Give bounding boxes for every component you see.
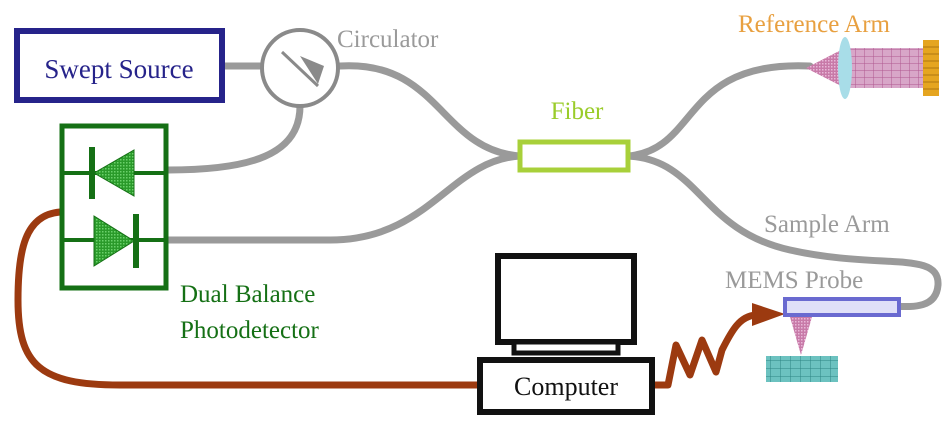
mems-probe-beam: [790, 317, 812, 355]
fiber-coupler: [517, 139, 631, 173]
fiber-label: Fiber: [551, 98, 604, 125]
photodetector: [59, 123, 169, 291]
circulator: [260, 28, 340, 108]
cable-detector-to-computer: [14, 208, 484, 389]
fiber-circulator-to-detector: [164, 102, 304, 174]
photodiode-upper-icon: [89, 147, 135, 199]
signal-cables: [14, 208, 760, 389]
mems-probe-bar: [783, 297, 901, 317]
mems-probe-label: MEMS Probe: [725, 267, 863, 294]
fiber-coupler-to-sample: [624, 152, 942, 311]
fiber-coupler-to-reference: [624, 62, 814, 160]
reference-beam-grid: [845, 48, 923, 88]
circulator-arrow-icon: [280, 50, 320, 88]
fiber-paths: [164, 62, 942, 311]
circulator-label: Circulator: [337, 26, 439, 53]
photodetector-label-line1: Dual Balance: [180, 281, 315, 308]
fiber-circulator-to-coupler: [336, 62, 524, 160]
mems-probe: [766, 297, 901, 382]
computer: Computer: [477, 253, 655, 415]
reference-arm-label: Reference Arm: [738, 11, 891, 38]
cable-computer-to-mems: [648, 311, 760, 389]
computer-monitor-icon: [495, 253, 637, 345]
reference-lens: [838, 37, 852, 99]
computer-monitor-stand: [511, 339, 621, 356]
mems-sample: [766, 356, 838, 382]
computer-label: Computer: [514, 372, 618, 401]
photodiode-lower-icon: [93, 214, 139, 268]
cable-arrowhead: [752, 303, 785, 326]
fiber-detector-to-coupler: [164, 152, 524, 244]
computer-base: [477, 357, 655, 415]
reference-beam-cone: [806, 48, 845, 88]
sample-arm-label: Sample Arm: [764, 211, 890, 238]
swept-source-box: Swept Source: [14, 28, 225, 103]
photodetector-label-line2: Photodetector: [180, 317, 320, 344]
swept-source-label: Swept Source: [44, 54, 193, 84]
reference-arm-optics: [806, 37, 939, 99]
